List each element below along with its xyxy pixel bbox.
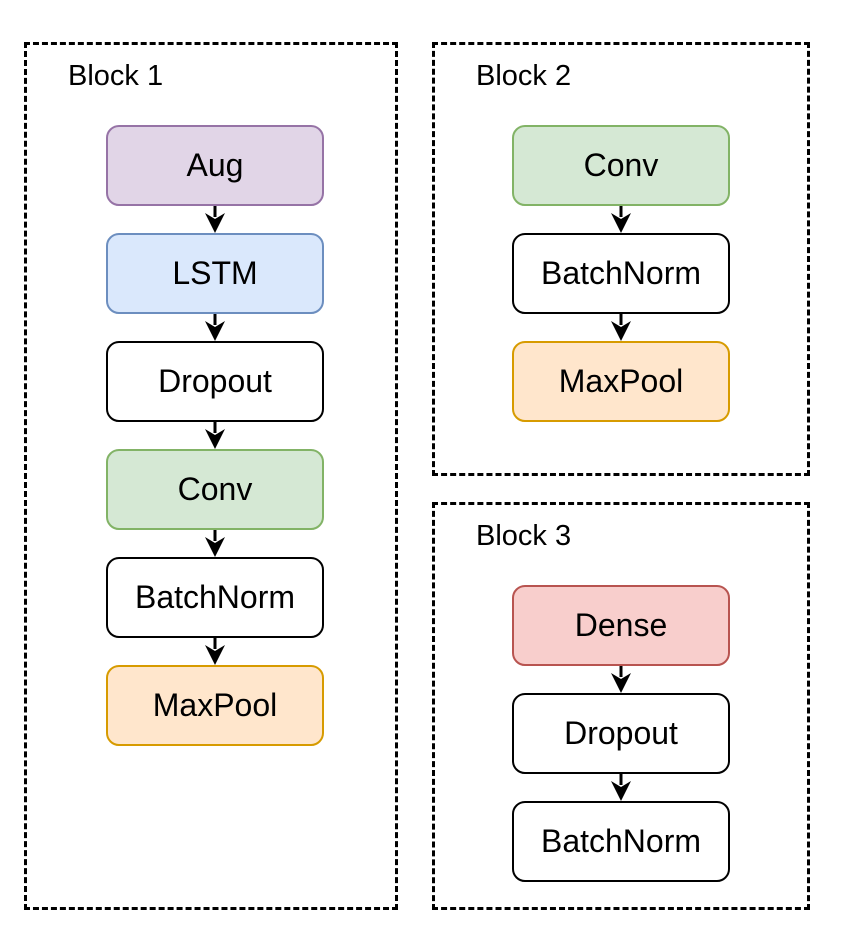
arrow-down-icon [611, 314, 631, 341]
node-dense: Dense [512, 585, 730, 666]
block-2-container: Block 2 Conv BatchNorm MaxPool [432, 42, 810, 476]
node-lstm: LSTM [106, 233, 324, 314]
block-1-title: Block 1 [68, 60, 164, 92]
block-3-title: Block 3 [476, 520, 572, 552]
block-3-container: Block 3 Dense Dropout BatchNorm [432, 502, 810, 910]
node-batchnorm: BatchNorm [106, 557, 324, 638]
arrow-down-icon [205, 314, 225, 341]
arrow-down-icon [205, 206, 225, 233]
node-dropout: Dropout [106, 341, 324, 422]
node-batchnorm: BatchNorm [512, 801, 730, 882]
arrow-down-icon [205, 530, 225, 557]
node-maxpool: MaxPool [106, 665, 324, 746]
arrow-down-icon [205, 638, 225, 665]
node-maxpool: MaxPool [512, 341, 730, 422]
arrow-down-icon [611, 774, 631, 801]
block-1-container: Block 1 Aug LSTM Dropout Conv BatchNorm … [24, 42, 398, 910]
arrow-down-icon [205, 422, 225, 449]
arrow-down-icon [611, 206, 631, 233]
node-dropout: Dropout [512, 693, 730, 774]
node-aug: Aug [106, 125, 324, 206]
node-conv: Conv [106, 449, 324, 530]
block-2-title: Block 2 [476, 60, 572, 92]
node-conv: Conv [512, 125, 730, 206]
arrow-down-icon [611, 666, 631, 693]
node-batchnorm: BatchNorm [512, 233, 730, 314]
